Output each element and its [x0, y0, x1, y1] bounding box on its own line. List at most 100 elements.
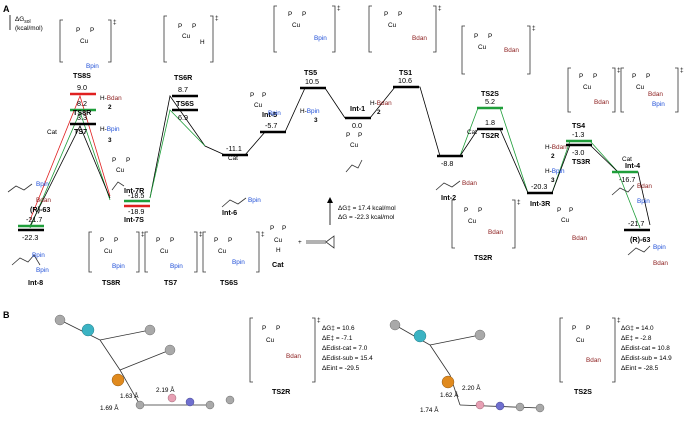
- box-ts1: ‡ P P Cu Bdan: [368, 5, 442, 53]
- svg-text:P: P: [178, 23, 182, 30]
- value-r63-right: -21.7: [628, 219, 644, 228]
- value-ts6r: 8.7: [178, 85, 188, 94]
- svg-text:P: P: [126, 157, 130, 164]
- svg-text:Cu: Cu: [218, 248, 227, 255]
- connector-green-left: [29, 110, 111, 229]
- value-r63-left: -21.7: [26, 215, 42, 224]
- svg-text:‡: ‡: [141, 231, 145, 238]
- svg-text:Bdan: Bdan: [462, 180, 477, 187]
- svg-text:P: P: [579, 73, 583, 80]
- box-ts3r: ‡ P P Cu Bdan Bpin: [620, 67, 684, 113]
- svg-text:Bdan: Bdan: [286, 353, 301, 360]
- svg-text:Bpin: Bpin: [170, 263, 183, 270]
- value-ts5: 10.5: [305, 77, 319, 86]
- svg-text:Bdan: Bdan: [653, 260, 668, 267]
- b-atom-right: [475, 400, 485, 410]
- svg-text:P: P: [478, 207, 482, 214]
- label-ts5: TS5: [304, 68, 317, 77]
- ts2r-dist-sub: ΔEdist-sub = 15.4: [322, 355, 373, 362]
- svg-text:P: P: [114, 237, 118, 244]
- label-ts6r: TS6R: [174, 73, 193, 82]
- ts2s-dg: ΔG‡ = 14.0: [621, 325, 654, 332]
- svg-text:P: P: [384, 11, 388, 18]
- dist-d3-left: 1.69 Å: [100, 403, 119, 412]
- svg-text:P: P: [569, 207, 573, 214]
- svg-text:Bpin: Bpin: [637, 198, 650, 205]
- svg-text:Cu: Cu: [576, 337, 585, 344]
- svg-text:‡: ‡: [199, 231, 203, 238]
- svg-text:‡: ‡: [617, 317, 621, 324]
- label-int3r: Int-3R: [530, 199, 551, 208]
- value-ts2r: 1.8: [485, 118, 495, 127]
- value-ts4: -1.3: [572, 130, 584, 139]
- svg-text:Cu: Cu: [266, 337, 275, 344]
- svg-text:P: P: [90, 27, 94, 34]
- box-ts6r: ‡ P P Cu H: [163, 15, 219, 63]
- value-ts6s: 6.9: [178, 113, 188, 122]
- value-ts1: 10.6: [398, 76, 412, 85]
- reagent-cat-3: Cat: [467, 129, 477, 136]
- svg-text:Bdan: Bdan: [586, 357, 601, 364]
- box-ts4: ‡ P P Cu Bdan: [567, 67, 621, 113]
- value-int7r: -18.5: [128, 191, 144, 200]
- connector-int4-green: [617, 171, 641, 229]
- svg-text:P: P: [288, 11, 292, 18]
- ts2s-de: ΔE‡ = -2.8: [621, 335, 652, 342]
- ts2s-dist-sub: ΔEdist-sub = 14.9: [621, 355, 672, 362]
- svg-text:Cu: Cu: [182, 33, 191, 40]
- label-int7s: Int-7S: [124, 215, 144, 224]
- connector-ts3r: [551, 144, 651, 226]
- label-int6: Int-6: [222, 208, 237, 217]
- svg-text:‡: ‡: [317, 317, 321, 324]
- reagent-3-1: 3: [108, 137, 112, 144]
- structure-r63-right: Bpin Bdan: [627, 244, 668, 267]
- value-int5: -5.7: [265, 121, 277, 130]
- dist-d1-left: 1.63 Å: [120, 391, 139, 400]
- dist-d2-right: 2.20 Å: [462, 383, 481, 392]
- svg-text:Bpin: Bpin: [248, 197, 261, 204]
- label-ts4: TS4: [572, 121, 585, 130]
- model-ts2s: 1.62 Å 2.20 Å 1.74 Å: [389, 319, 545, 414]
- svg-text:P: P: [214, 237, 218, 244]
- svg-text:Bpin: Bpin: [36, 267, 49, 274]
- structure-int4: Bdan Bpin: [611, 183, 652, 205]
- svg-text:‡: ‡: [617, 67, 621, 74]
- value-int2: -8.8: [441, 159, 453, 168]
- connector-ts6-green: [149, 109, 206, 199]
- structure-r63-left: Bpin Bdan: [7, 181, 51, 204]
- label-ts7-box: TS7: [164, 278, 177, 287]
- svg-text:Cu: Cu: [274, 237, 283, 244]
- ts-boxes: ‡ P P Cu Bpin ‡ P P Cu H ‡ P P Cu Bpin: [59, 5, 684, 287]
- structure-int1: P P Cu: [345, 132, 363, 173]
- ts2r-detail: ‡ P P Cu Bdan TS2R ΔG‡ = 10.6 ΔE‡ = -7.1…: [249, 317, 373, 396]
- svg-text:‡: ‡: [517, 199, 521, 206]
- connector-black-left: [29, 125, 111, 227]
- svg-text:Bpin: Bpin: [32, 252, 45, 259]
- label-ts8r-box: TS8R: [102, 278, 121, 287]
- structure-int2: Bdan: [435, 180, 477, 191]
- svg-text:‡: ‡: [113, 19, 117, 26]
- value-int1: 0.0: [352, 121, 362, 130]
- svg-text:P: P: [276, 325, 280, 332]
- reagent-hbpin-2: H-Bpin: [300, 108, 320, 115]
- label-ts3r: TS3R: [572, 157, 591, 166]
- svg-text:P: P: [112, 157, 116, 164]
- svg-text:H: H: [200, 39, 205, 46]
- svg-text:P: P: [488, 33, 492, 40]
- dist-d3-right: 1.74 Å: [420, 405, 439, 414]
- label-int1: Int-1: [350, 104, 365, 113]
- svg-text:‡: ‡: [438, 5, 442, 12]
- box-ts7: ‡ P P Cu Bpin TS7: [144, 231, 203, 287]
- panel-a-label: A: [3, 4, 10, 14]
- ts2s-dist-cat: ΔEdist-cat = 10.8: [621, 345, 670, 352]
- svg-text:Bpin: Bpin: [112, 263, 125, 270]
- svg-text:Bpin: Bpin: [314, 35, 327, 42]
- svg-text:P: P: [282, 225, 286, 232]
- svg-text:‡: ‡: [532, 25, 536, 32]
- reagent-2-3: 2: [551, 153, 555, 160]
- svg-text:Bdan: Bdan: [594, 99, 609, 106]
- label-ts2r: TS2R: [481, 131, 500, 140]
- ts2s-int: ΔEint = -28.5: [621, 365, 659, 372]
- connector-red-left: [29, 94, 111, 221]
